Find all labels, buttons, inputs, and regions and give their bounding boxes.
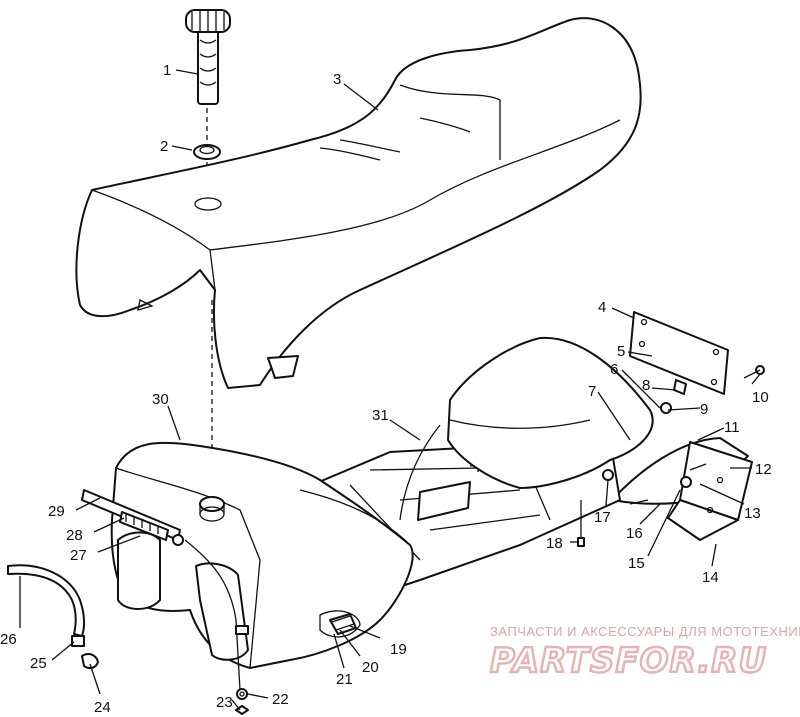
callout-12: 12 bbox=[755, 461, 772, 478]
seat bbox=[75, 17, 642, 389]
license-plate bbox=[629, 311, 729, 395]
callout-11: 11 bbox=[724, 419, 740, 436]
callout-26: 26 bbox=[0, 631, 17, 648]
callout-24: 24 bbox=[94, 699, 111, 716]
leader-lines bbox=[19, 69, 761, 711]
grommet bbox=[193, 144, 221, 160]
callout-21: 21 bbox=[336, 671, 353, 688]
callout-4: 4 bbox=[598, 299, 606, 316]
callout-14: 14 bbox=[702, 569, 719, 586]
fuel-lines bbox=[7, 489, 241, 691]
callout-6: 6 bbox=[610, 361, 618, 378]
callout-31: 31 bbox=[372, 407, 389, 424]
rear-seat-pad bbox=[447, 336, 654, 489]
callout-16: 16 bbox=[626, 525, 643, 542]
callout-13: 13 bbox=[744, 505, 761, 522]
callout-23: 23 bbox=[216, 694, 233, 711]
callout-30: 30 bbox=[152, 391, 169, 408]
filler-cap bbox=[185, 9, 231, 105]
callout-20: 20 bbox=[362, 659, 379, 676]
callout-9: 9 bbox=[700, 401, 708, 418]
callout-22: 22 bbox=[272, 691, 289, 708]
callout-5: 5 bbox=[617, 343, 625, 360]
callout-27: 27 bbox=[70, 547, 87, 564]
callout-7: 7 bbox=[588, 383, 596, 400]
callout-1: 1 bbox=[163, 62, 171, 79]
watermark: ЗАПЧАСТИ И АКСЕССУАРЫ ДЛЯ МОТОТЕХНИКИ PA… bbox=[489, 624, 800, 682]
callout-3: 3 bbox=[333, 71, 341, 88]
callout-labels: 1 2 3 4 5 6 7 8 9 10 11 12 13 14 15 16 1… bbox=[0, 62, 772, 716]
callout-10: 10 bbox=[752, 389, 769, 406]
callout-28: 28 bbox=[66, 527, 83, 544]
watermark-tagline: ЗАПЧАСТИ И АКСЕССУАРЫ ДЛЯ МОТОТЕХНИКИ bbox=[490, 624, 800, 639]
callout-18: 18 bbox=[546, 535, 563, 552]
callout-29: 29 bbox=[48, 503, 65, 520]
callout-2: 2 bbox=[160, 138, 168, 155]
fuel-tank bbox=[110, 441, 414, 669]
callout-25: 25 bbox=[30, 655, 47, 672]
watermark-logo: PARTSFOR.RU bbox=[490, 641, 767, 681]
callout-8: 8 bbox=[642, 377, 650, 394]
callout-15: 15 bbox=[628, 555, 645, 572]
taillight-bracket bbox=[611, 437, 753, 541]
callout-19: 19 bbox=[390, 641, 407, 658]
callout-17: 17 bbox=[594, 509, 611, 526]
